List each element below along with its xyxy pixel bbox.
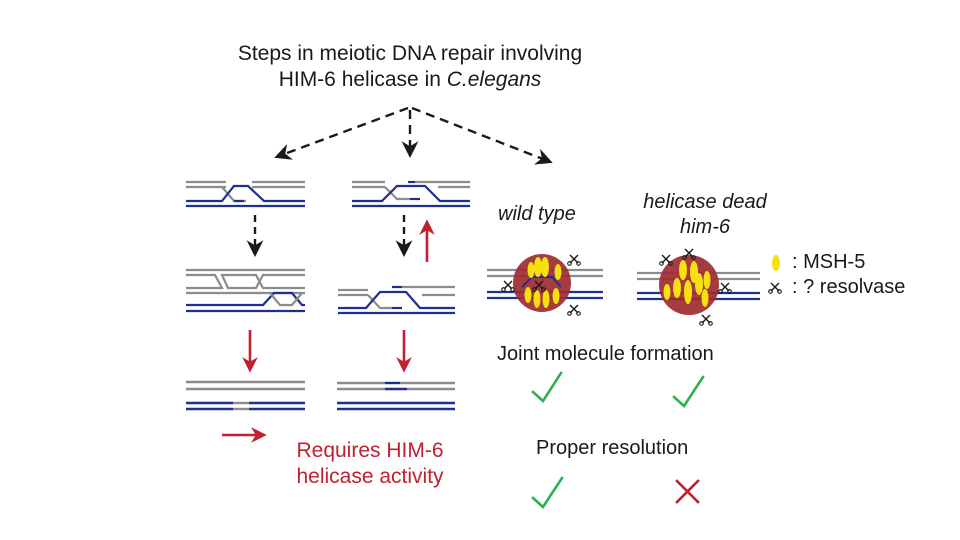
proper-resolution-label: Proper resolution <box>536 437 689 459</box>
check-icon <box>672 375 705 408</box>
branch-arrow-right <box>411 106 553 165</box>
legend-resolvase-label: : ? resolvase <box>792 276 906 298</box>
non-crossover-product <box>337 381 455 411</box>
key-text-line1: Requires HIM-6 <box>296 439 444 462</box>
resolvase-icon <box>718 282 732 294</box>
branch-arrows <box>274 106 553 165</box>
dloop-intermediate-col1 <box>186 180 305 208</box>
diagram-title-line1: Steps in meiotic DNA repair involving <box>237 42 583 65</box>
joint-molecule-formation-label: Joint molecule formation <box>497 343 714 365</box>
double-holliday-junction <box>186 268 305 313</box>
check-icon <box>531 476 564 509</box>
resolvase-icon <box>567 254 581 266</box>
legend-msh5-label: : MSH-5 <box>792 251 866 273</box>
key-text-line2: helicase activity <box>296 465 444 488</box>
wild-type-label: wild type <box>498 203 576 225</box>
helicase-dead-label: helicase dead <box>643 191 767 213</box>
wild-type-joint-molecule <box>487 254 603 316</box>
him6-label: him-6 <box>679 216 730 238</box>
resolvase-icon <box>567 304 581 316</box>
check-icon <box>531 371 563 403</box>
species-name: C.elegans <box>446 68 542 91</box>
result-marks <box>531 371 705 509</box>
cross-icon <box>675 479 700 504</box>
diagram-title-line2: HIM-6 helicase in C.elegans <box>0 67 820 93</box>
scissors-icon <box>768 282 782 294</box>
branch-arrow-left <box>274 106 409 160</box>
msh5-foci-wt <box>524 257 562 308</box>
resolvase-icon <box>699 314 713 326</box>
resolvase-icon <box>501 280 515 292</box>
crossover-product <box>186 380 305 411</box>
title-prefix: HIM-6 helicase in <box>278 68 447 91</box>
yellow-ellipse-icon <box>772 255 780 271</box>
msh5-foci-hd <box>663 260 711 307</box>
extended-dloop <box>338 285 455 315</box>
dloop-intermediate-col2 <box>352 180 470 208</box>
helicase-dead-joint-molecule <box>637 248 760 326</box>
